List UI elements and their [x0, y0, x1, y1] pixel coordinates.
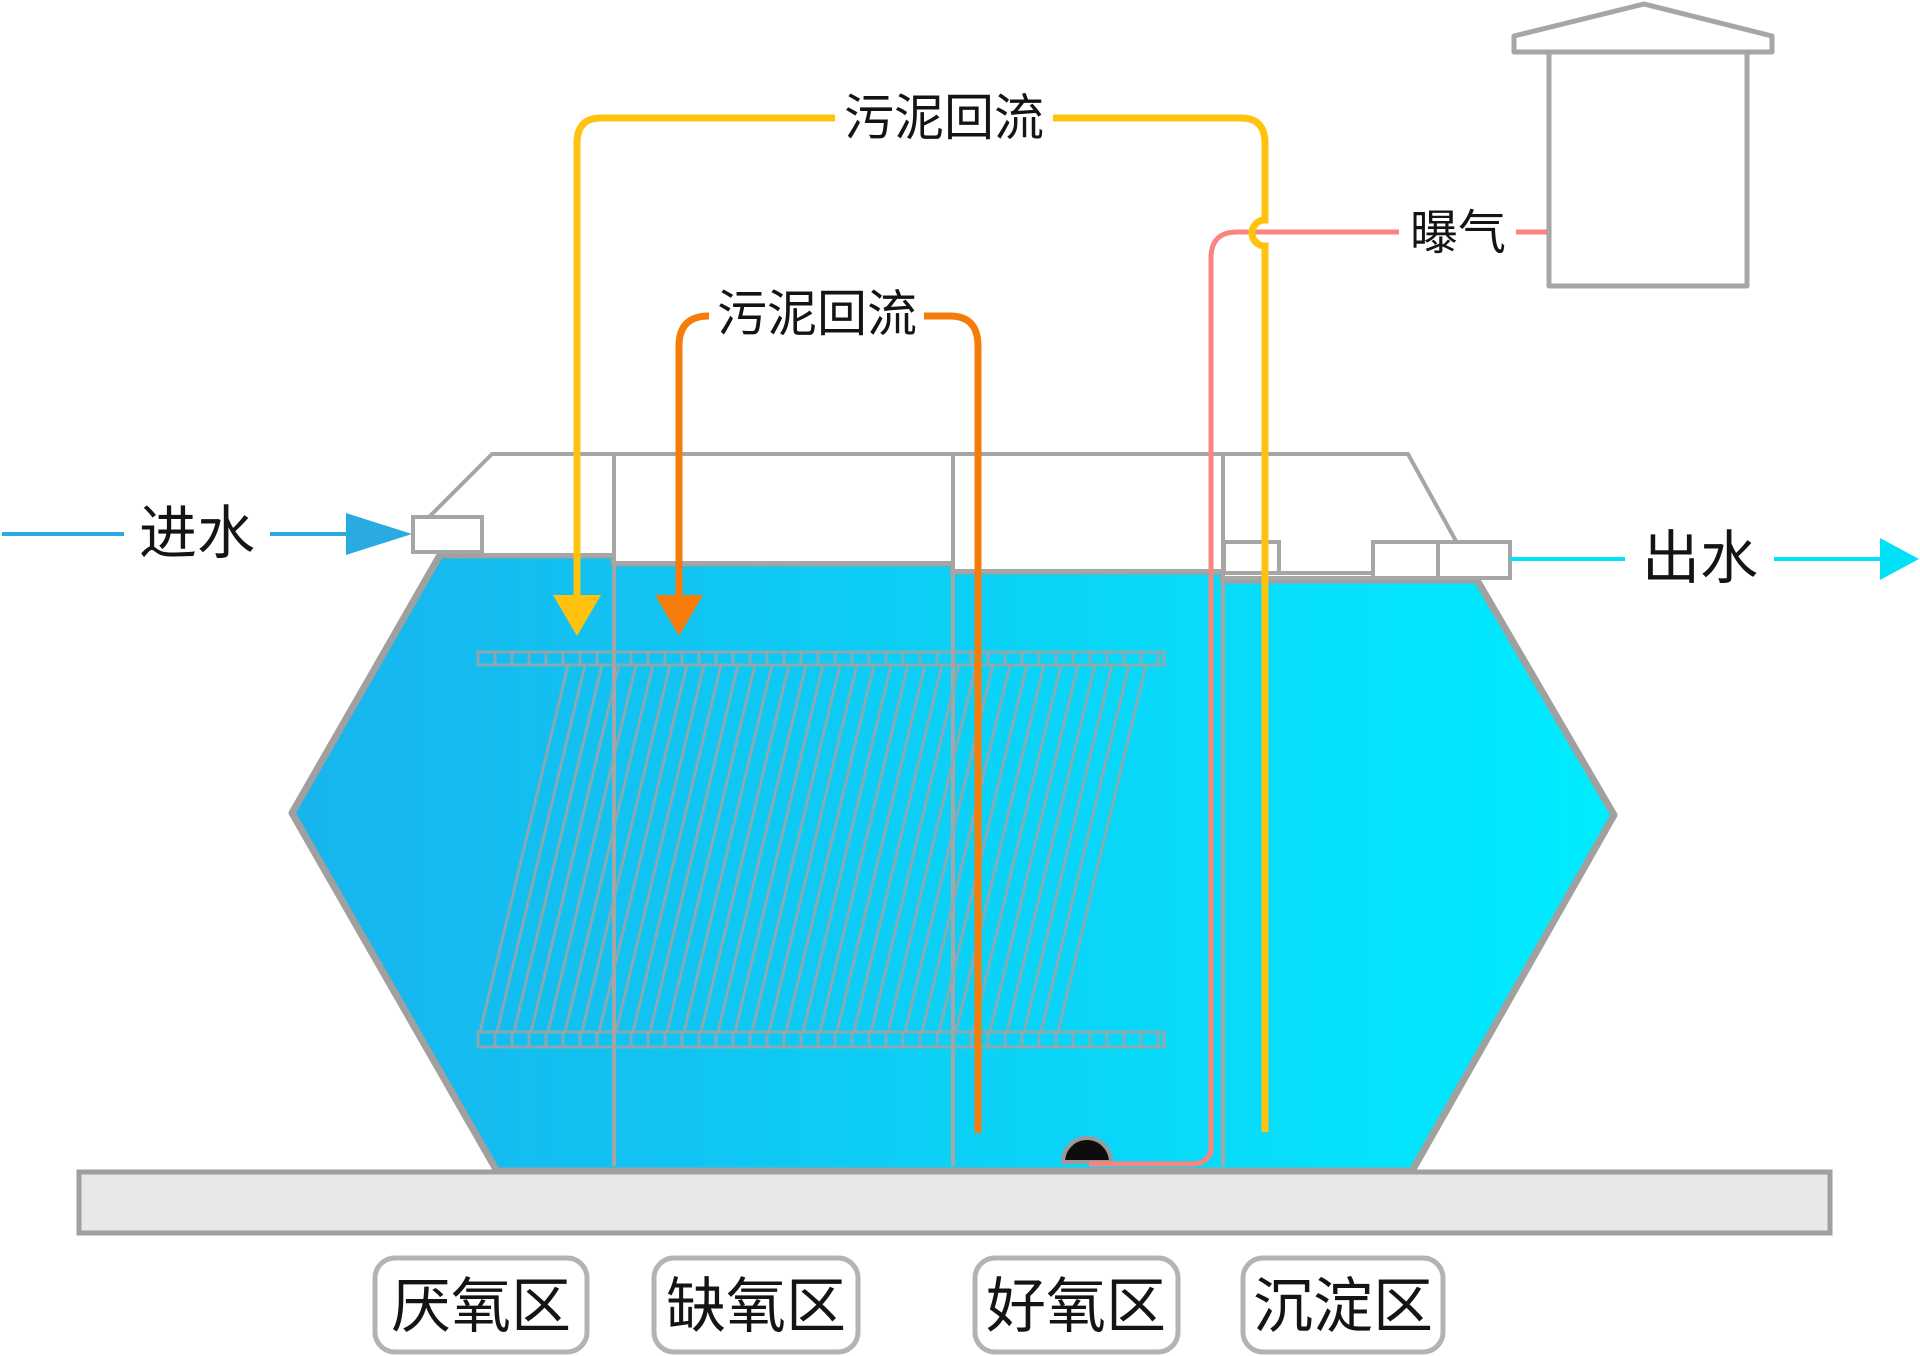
sludge-return-outer-label: 污泥回流 [844, 89, 1044, 147]
aerator-dome [1060, 1136, 1114, 1164]
weir-box-mid [1371, 540, 1440, 580]
sludge-outer-left-run [573, 114, 835, 597]
lattice-slat [1039, 664, 1131, 1033]
lattice-top-bar [476, 650, 1166, 667]
sludge-return-inner-pipe [675, 312, 982, 1133]
effluent-arrow-icon [1880, 538, 1919, 580]
zone-label-anaerobic: 厌氧区 [391, 1272, 571, 1342]
blower-house-roof-icon [1511, 1, 1775, 55]
weir-box-left [1222, 540, 1281, 575]
sludge-inner-right-run [924, 312, 982, 1133]
aeration-pipe [1089, 229, 1549, 1167]
lattice-slat [716, 664, 808, 1033]
lattice-slat [1022, 664, 1114, 1033]
lattice-slat [495, 664, 587, 1033]
lattice-slat [563, 664, 655, 1033]
lattice-slat [478, 664, 570, 1033]
lattice-slat [648, 664, 740, 1033]
inlet-box [411, 515, 484, 554]
lattice-slat [920, 664, 1012, 1033]
blower-house-body [1546, 49, 1750, 289]
sludge-outer-arrow-icon [553, 595, 601, 636]
lattice-slat [750, 664, 842, 1033]
lattice-slat [767, 664, 859, 1033]
zone-box-sedimentation [1240, 1255, 1446, 1355]
lattice-slat [988, 664, 1080, 1033]
lattice-slat [699, 664, 791, 1033]
zone-label-anoxic: 缺氧区 [666, 1272, 846, 1342]
lattice-slat [801, 664, 893, 1033]
influent-label: 进水 [139, 499, 255, 567]
sludge-outer-right-run [1053, 114, 1269, 1132]
lattice-slat [784, 664, 876, 1033]
lattice-slat [733, 664, 825, 1033]
lattice-slat [869, 664, 961, 1033]
aeration-label: 曝气 [1410, 205, 1506, 261]
blower-house [1511, 1, 1775, 289]
zone-box-aerobic [972, 1255, 1181, 1355]
lattice-slat [1005, 664, 1097, 1033]
sludge-return-inner-label: 污泥回流 [717, 285, 917, 343]
aeration-pipe-main [1089, 229, 1399, 1167]
lattice-slat [971, 664, 1063, 1033]
lattice-slat [835, 664, 927, 1033]
sludge-return-outer-pipe [573, 114, 1269, 1132]
lattice-slats [478, 664, 1148, 1033]
zone-box-anaerobic [372, 1255, 590, 1355]
lattice-slat [682, 664, 774, 1033]
weir-trough-fill [1281, 542, 1371, 571]
sludge-inner-arrow-icon [655, 595, 703, 636]
lattice-slat [954, 664, 1046, 1033]
zone-box-anoxic [651, 1255, 861, 1355]
lattice-slat [631, 664, 723, 1033]
lattice-slat [512, 664, 604, 1033]
lattice-slat [597, 664, 689, 1033]
influent-arrow-icon [346, 513, 412, 555]
lattice-slat [614, 664, 706, 1033]
lattice-slat [546, 664, 638, 1033]
lattice-slat [886, 664, 978, 1033]
inclined-media-lattice [476, 650, 1166, 1049]
lattice-ticks [493, 652, 1160, 1047]
lattice-slat [1056, 664, 1148, 1033]
sludge-inner-left-run [675, 312, 710, 597]
base-platform [76, 1169, 1833, 1236]
lattice-slat [852, 664, 944, 1033]
lattice-slat [665, 664, 757, 1033]
zone-label-row: 厌氧区 缺氧区 好氧区 沉淀区 [372, 1255, 1446, 1355]
zone-label-aerobic: 好氧区 [986, 1272, 1166, 1342]
outlet-box [1436, 540, 1512, 580]
lattice-slat [937, 664, 1029, 1033]
lattice-slat [818, 664, 910, 1033]
zone-label-sedimentation: 沉淀区 [1253, 1272, 1433, 1342]
lattice-slat [580, 664, 672, 1033]
effluent-label: 出水 [1642, 524, 1758, 592]
lattice-slat [529, 664, 621, 1033]
